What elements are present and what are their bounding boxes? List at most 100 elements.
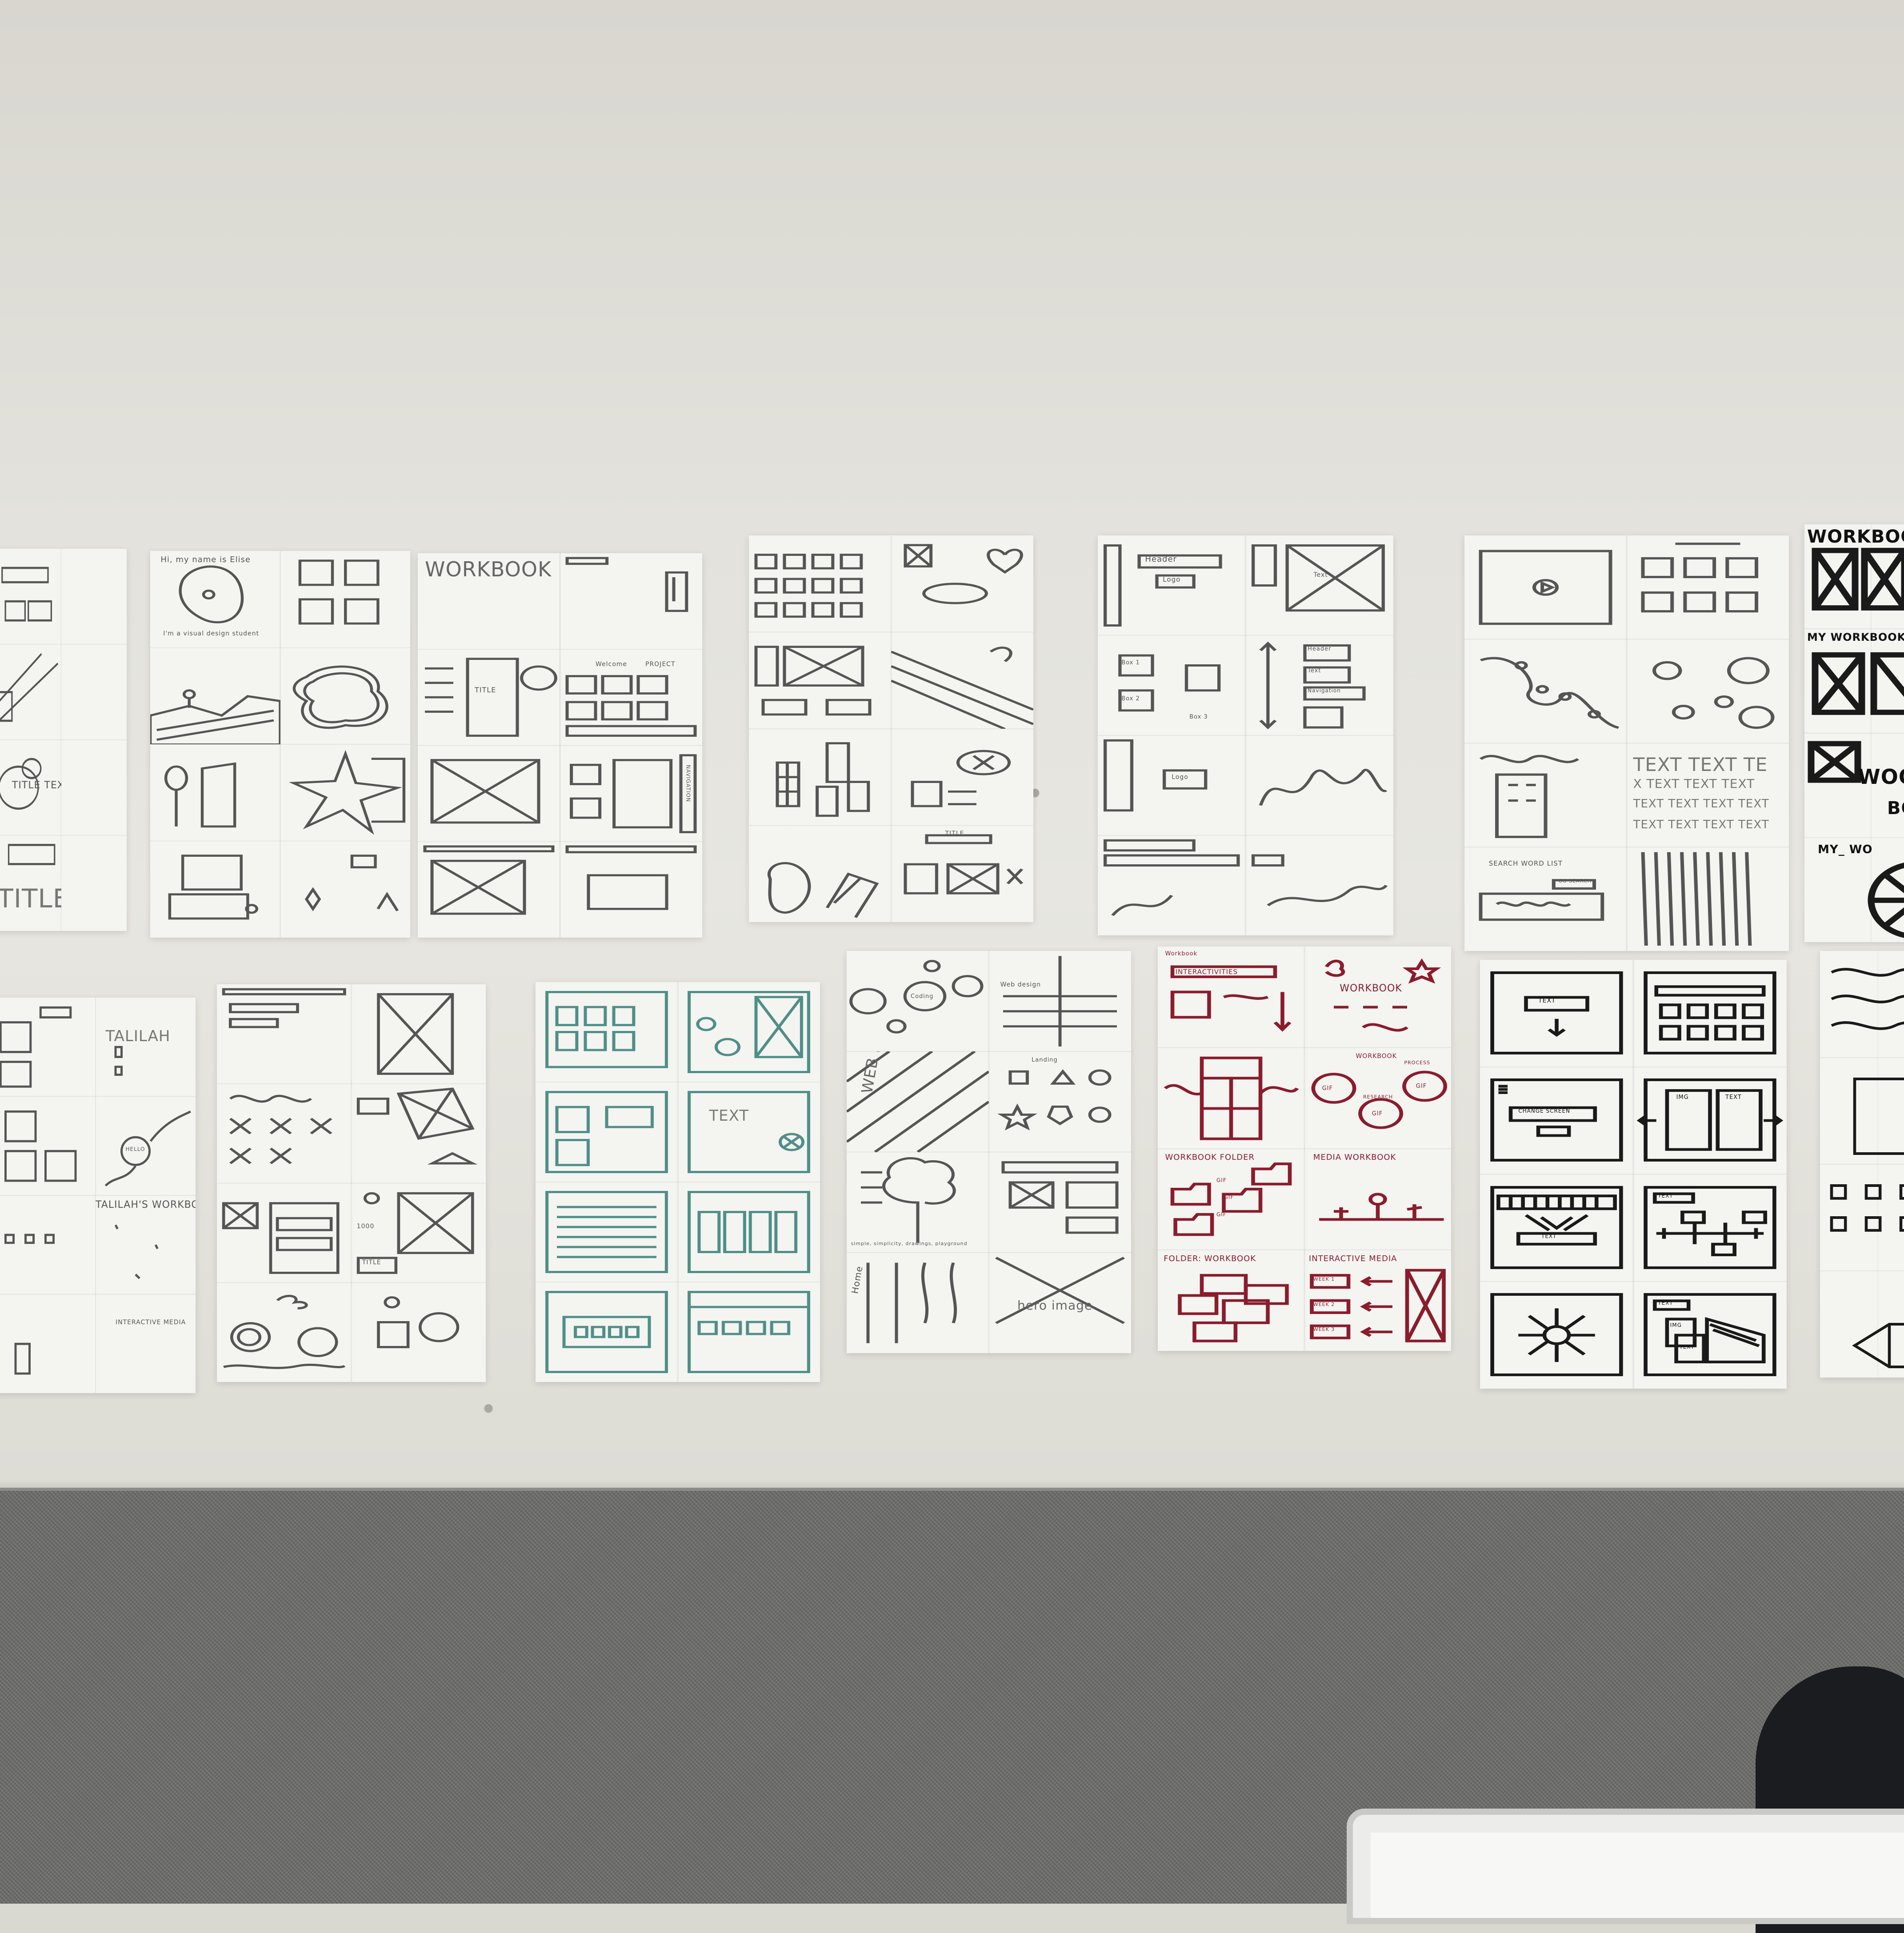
sketch-label: PROCESS — [1404, 1059, 1430, 1066]
sketch-label: TALILAH'S WORKBOOK — [96, 1199, 196, 1210]
sketch-label: MEDIA WORKBOOK — [1313, 1153, 1396, 1162]
sketch-panel — [536, 1182, 678, 1282]
sketch-label: GIF — [1416, 1083, 1427, 1090]
sketch-label: hero image — [1017, 1298, 1093, 1313]
sketch-label: FOLDER: WORKBOOK — [1164, 1254, 1256, 1263]
sketch-panel — [280, 744, 411, 841]
sketch-label: BO — [1887, 798, 1904, 819]
sketch-label: WEEK 3 — [1313, 1326, 1335, 1333]
sketch-label: TEXT — [1679, 1343, 1695, 1350]
sketch-label: GIF — [1322, 1085, 1333, 1092]
sketch-panel — [217, 1183, 352, 1283]
sketch-panel: Landing — [989, 1051, 1131, 1152]
sketch-panel: INTERACTIVE MEDIA — [96, 1294, 196, 1394]
sketch-label: TITLE TEXT — [12, 780, 61, 791]
sketch-label: PROJECT — [645, 661, 676, 668]
sketch-panel — [536, 1082, 678, 1182]
sketch-label: Text — [1313, 571, 1328, 579]
sketch-label: TEXT TEXT TEXT TEXT — [1633, 797, 1769, 811]
sketch-panel — [560, 842, 702, 938]
sketch-label: Header — [1145, 554, 1177, 564]
sketch-label: IMG — [1670, 1322, 1682, 1329]
sketch-label: INTERACTIVE MEDIA — [1308, 1254, 1397, 1263]
computer-monitor — [1347, 1809, 1904, 1924]
sketch-panel: TEXT — [1480, 1174, 1633, 1282]
sketch-panel — [749, 535, 891, 632]
sketch-panel — [0, 1097, 96, 1196]
sketch-label: WEEK 1 — [1313, 1276, 1335, 1282]
sketch-label: Workbook — [1165, 951, 1198, 958]
sketch-panel: hero image — [989, 1253, 1131, 1353]
sketch-panel: MEDIA WORKBOOK — [1304, 1149, 1451, 1250]
sketch-panel: HELLO — [96, 1097, 196, 1196]
sketch-panel — [61, 835, 127, 931]
sketch-panel — [1158, 1048, 1304, 1149]
sketch-panel: FOLDER: WORKBOOK — [1158, 1250, 1304, 1351]
sketch-label: TEXT TEXT TEXT TEXT — [1633, 818, 1769, 831]
sketch-sheet-10: TEXT — [536, 982, 820, 1382]
sketch-label: Landing — [1032, 1056, 1058, 1063]
sketch-panel — [352, 984, 486, 1084]
sketch-label: TITLE — [945, 830, 964, 838]
sketch-panel: NAVIGATION — [560, 746, 702, 842]
sketch-label: Web design — [1000, 981, 1041, 988]
sketch-sheet-8: TALILAH HELLO TALILAH'S WORKBOOK INTERAC… — [0, 998, 196, 1393]
sketch-label: Coding — [911, 993, 934, 1000]
sketch-panel — [1627, 535, 1789, 639]
sketch-panel — [1464, 743, 1627, 847]
sketch-label: CHANGE SCREEN — [1518, 1107, 1571, 1114]
sketch-panel — [891, 729, 1033, 826]
sketch-label: TITLE TEXT — [0, 883, 61, 914]
sketch-label: WORKBOOK — [1807, 526, 1904, 547]
sketch-panel: TITLE — [891, 826, 1033, 923]
sketch-label: GIF — [1372, 1110, 1383, 1117]
sketch-panel: TALILAH'S WORKBOOK — [96, 1195, 196, 1294]
sketch-label: X TEXT TEXT TEXT — [1633, 776, 1755, 791]
sketch-sheet-7: WORKBOOK MY WORKBOOK WOOBO MY_ WO — [1804, 524, 1904, 942]
sketch-panel: WORKBOOK — [1804, 524, 1904, 629]
sketch-label: WORKBOOK — [425, 557, 552, 581]
sketch-panel — [150, 648, 280, 744]
sketch-label: I'm a visual design student — [163, 630, 260, 638]
sketch-panel — [61, 549, 127, 644]
sketch-label: IMG — [1676, 1094, 1689, 1101]
sketch-panel — [1820, 951, 1904, 1058]
sketch-label: INTERACTIVITIES — [1175, 967, 1238, 976]
sketch-panel: TITLE — [418, 649, 560, 745]
sketch-panel — [749, 632, 891, 729]
sketch-label: simple, simplicity, drawings, playground — [851, 1240, 968, 1246]
sketch-panel — [418, 842, 560, 938]
sketch-label: TITLE — [362, 1258, 381, 1266]
sketch-label: GIF — [1216, 1177, 1227, 1183]
sketch-label: TEXT — [1538, 997, 1556, 1005]
sketch-label: NAVIGATION — [685, 764, 692, 802]
sketch-label: Box 2 — [1121, 695, 1140, 702]
sketch-sheet-4: TITLE — [749, 535, 1033, 922]
sketch-label: TALILAH — [105, 1027, 171, 1045]
sketch-panel: Text — [1246, 535, 1394, 635]
sketch-panel — [61, 644, 127, 740]
monitor-screen — [1371, 1833, 1904, 1918]
sketch-panel: WORKBOOK — [418, 553, 560, 649]
sketch-label: GO SEARCH — [1558, 878, 1592, 884]
sketch-label: Box 1 — [1121, 659, 1140, 666]
sketch-panel: TEXT — [1480, 960, 1633, 1067]
sketch-panel — [352, 1084, 486, 1183]
sketch-label: TEXT — [1658, 1299, 1673, 1306]
wall-pin — [484, 1404, 492, 1412]
sketch-panel — [150, 744, 280, 841]
sketch-sheet-1: TITLE TEXT TITLE TEXT — [0, 549, 127, 931]
sketch-panel: Logo — [1098, 735, 1246, 835]
sketch-label: MY_ WO — [1818, 843, 1873, 856]
sketch-panel — [217, 984, 352, 1084]
sketch-label: RESEARCH — [1363, 1094, 1393, 1100]
